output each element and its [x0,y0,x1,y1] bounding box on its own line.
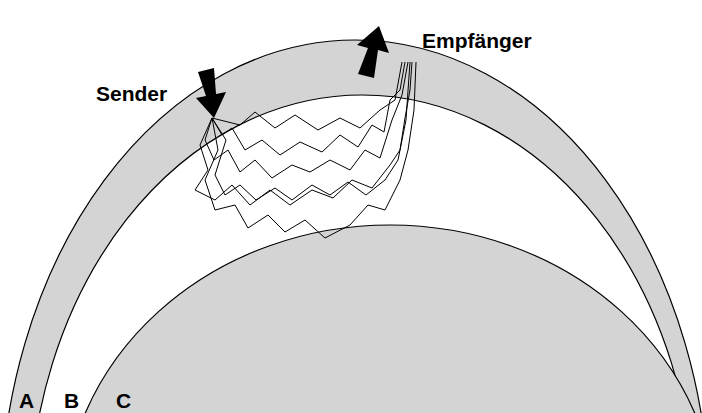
layer-label: C [116,390,131,411]
layer-label: B [64,390,79,411]
layer-label: A [19,390,34,411]
receiver-arrow [357,26,389,78]
sender-label: Sender [96,83,167,104]
receiver-label: Empfänger [422,30,532,51]
scatter-paths [195,62,416,238]
layer-c [63,225,702,413]
sender-arrow [196,68,226,118]
